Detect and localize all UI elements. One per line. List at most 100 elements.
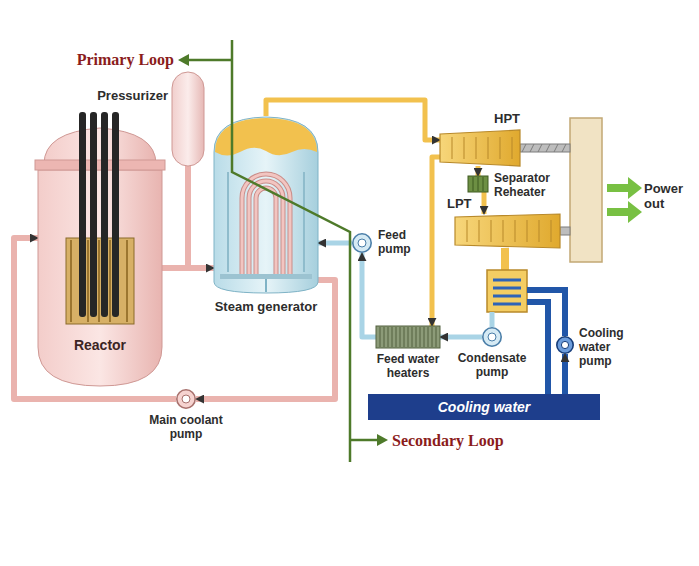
turbine-blades (452, 137, 512, 159)
shaft-hatching (522, 144, 566, 152)
steam-generator-shape (214, 116, 318, 294)
heater-tubes (380, 327, 436, 347)
pump-impeller (561, 341, 568, 348)
vessel-flange (35, 160, 165, 170)
reheater-stripes (473, 177, 483, 191)
turbine-blades (467, 220, 551, 242)
turbine-shaft (560, 227, 570, 235)
steam-dome (215, 118, 317, 156)
tube-sheet (220, 274, 312, 279)
component-label: Cooling water pump (579, 326, 637, 368)
control-rod (90, 112, 97, 317)
cooling-water-pump-shape (556, 336, 574, 354)
turbine-casing (440, 130, 520, 166)
component-label: Feed water heaters (368, 352, 448, 380)
cooling-water-band (368, 394, 600, 420)
condensate-pump: Condensate pump (482, 327, 502, 347)
pressurizer: Pressurizer (172, 72, 204, 166)
pressurizer-vessel (172, 72, 204, 166)
low-pressure-turbine-shape (455, 214, 560, 248)
u-tube (256, 188, 276, 274)
power-arrow (607, 201, 642, 223)
loop-label: Secondary Loop (392, 431, 504, 450)
condensate-pump-shape (482, 327, 502, 347)
connector-group (14, 100, 565, 399)
turbine-shaft (520, 144, 570, 152)
vessel-head (44, 128, 156, 164)
steam-generator: Steam generator (214, 116, 318, 294)
condensate-drain (490, 312, 495, 327)
fuel-rod (70, 240, 72, 322)
power-arrow (607, 177, 642, 199)
control-rod (79, 112, 86, 317)
pressurizer-shape (172, 72, 204, 166)
pump-impeller (182, 395, 190, 403)
condenser (487, 270, 527, 312)
fuel-rod (87, 240, 89, 322)
separator-reheater-shape (468, 176, 488, 192)
control-rod (112, 112, 119, 317)
high-pressure-turbine: HPT (440, 130, 520, 166)
output-label: Power out (644, 181, 696, 211)
cooling-water-pool: Cooling water (368, 394, 600, 420)
cooling-water-pump: Cooling water pump (556, 336, 574, 354)
feed-water-heaters-shape (376, 326, 440, 348)
turbine-casing (455, 214, 560, 248)
pump-impeller (488, 333, 496, 341)
generator-shell (214, 117, 318, 293)
pipe-connector (476, 166, 481, 176)
pipe-connector (432, 157, 440, 326)
pipe-connector (440, 335, 482, 340)
pipe-connector (196, 280, 335, 399)
u-tube-outline (249, 181, 283, 274)
divider-arrow-line (186, 59, 232, 62)
component-label: LPT (447, 196, 472, 211)
component-label: Steam generator (215, 299, 318, 314)
surge-line (185, 166, 191, 268)
fuel-rod (109, 240, 111, 322)
u-tube-outline (242, 174, 290, 274)
u-tube (242, 174, 290, 274)
component-label: Cooling water (438, 399, 531, 415)
pump-casing (353, 234, 371, 252)
vessel-body (38, 170, 162, 386)
plenum-divider (265, 279, 267, 292)
component-label: Pressurizer (97, 88, 168, 103)
component-label: Condensate pump (452, 351, 532, 379)
fuel-rod (126, 240, 128, 322)
pipe-connector (318, 241, 352, 246)
component-label: Reactor (74, 337, 126, 353)
pump-casing (483, 328, 501, 346)
cooling-return-pipe (527, 302, 548, 394)
pipe-connector (362, 253, 376, 337)
pump-impeller (358, 239, 366, 247)
component-label: Feed pump (378, 228, 418, 256)
separator-reheater: Separator Reheater (468, 176, 488, 192)
feed-pump-shape (352, 233, 372, 253)
control-rod (101, 112, 108, 317)
u-tube (249, 181, 283, 274)
pipe-connector (482, 192, 487, 214)
fuel-core (66, 238, 134, 324)
pipe-connector (562, 354, 568, 394)
pump-casing (557, 337, 573, 353)
divider-arrowhead (178, 54, 189, 66)
generator (570, 118, 602, 262)
component-label: Separator Reheater (494, 171, 558, 199)
heater-body (376, 326, 440, 348)
divider-arrowhead (377, 434, 388, 446)
divider-line (232, 40, 350, 462)
main-coolant-pump: Main coolant pump (176, 389, 196, 409)
reheater-body (468, 176, 488, 192)
reactor-vessel: Reactor (38, 112, 162, 387)
pipe-connector (162, 265, 214, 271)
component-label: Main coolant pump (140, 413, 232, 441)
feed-water-heaters: Feed water heaters (376, 326, 440, 348)
exhaust-pipe (501, 248, 509, 270)
divider-arrow-line (350, 439, 380, 442)
high-pressure-turbine-shape (440, 130, 520, 166)
main-coolant-pump-shape (176, 389, 196, 409)
